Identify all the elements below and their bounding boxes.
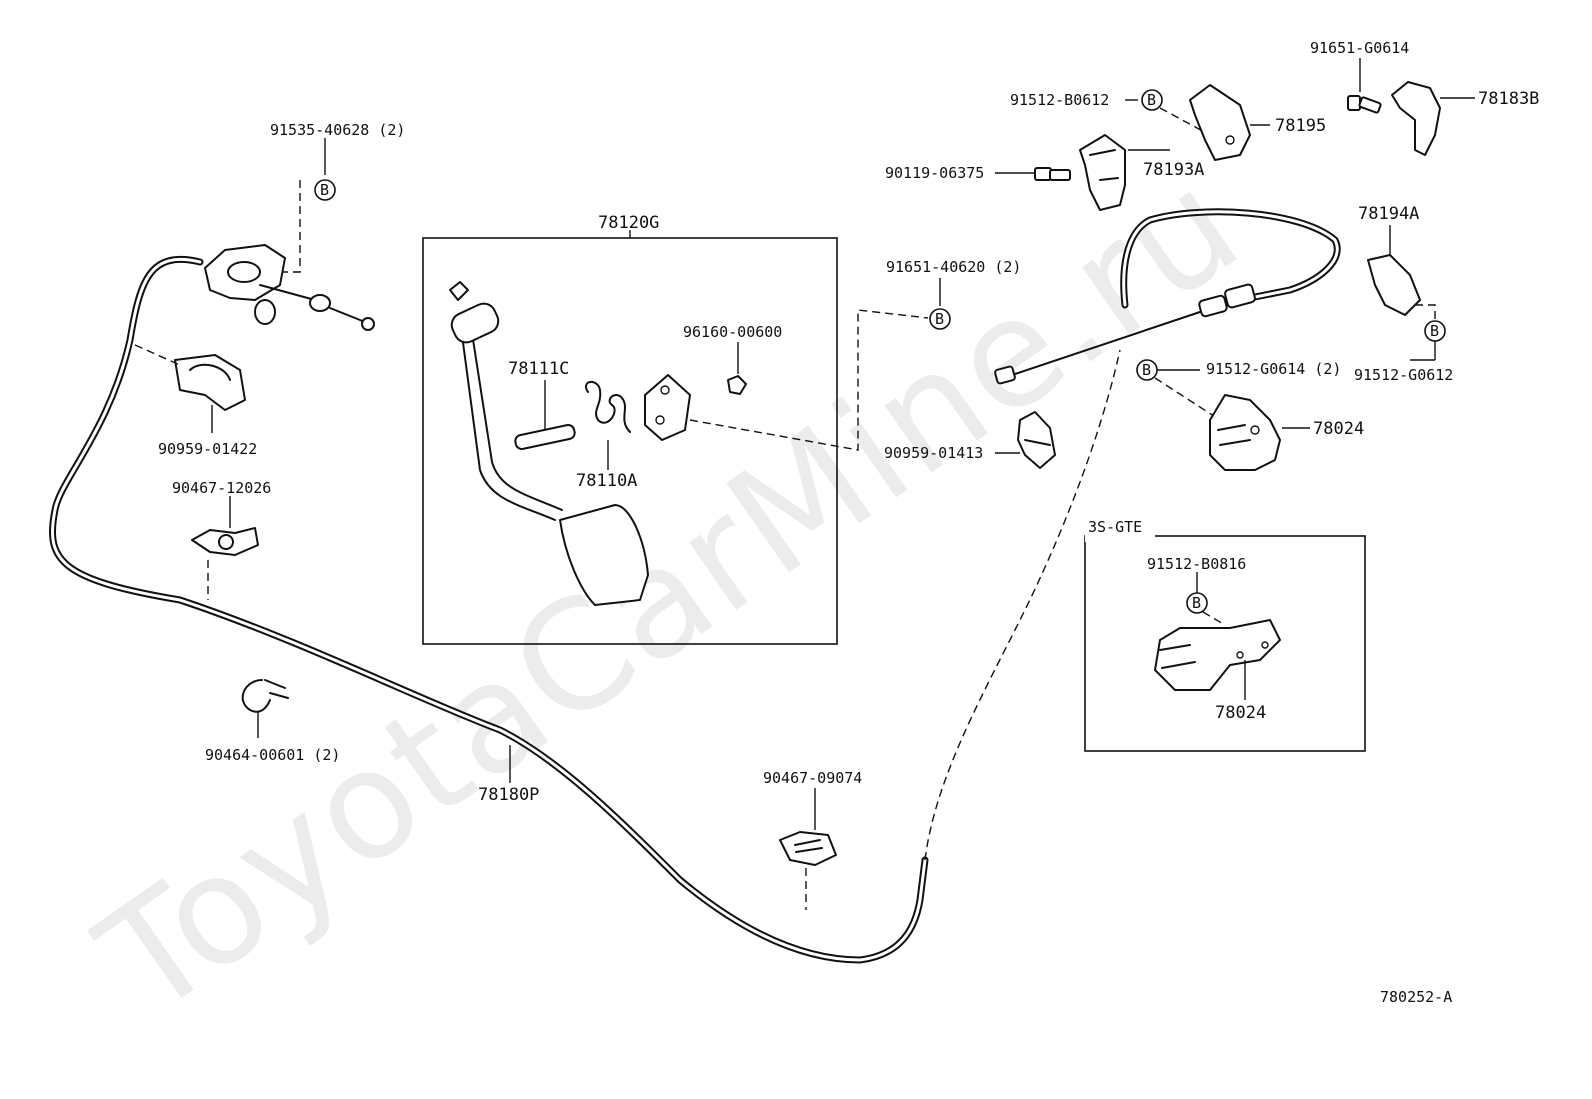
clip-90467-12026 <box>191 496 259 556</box>
label-78183b: 78183B <box>1478 89 1539 109</box>
spring-78110a <box>585 381 631 470</box>
label-91512-g0614: 91512-G0614 (2) <box>1206 360 1341 378</box>
label-96160-00600: 96160-00600 <box>683 323 782 341</box>
svg-text:B: B <box>1147 91 1156 109</box>
variant-label: 3S-GTE <box>1088 518 1142 536</box>
bracket-78194a <box>1367 225 1421 316</box>
bolt-marker-91512-b0816 <box>1186 592 1208 614</box>
label-78193a: 78193A <box>1143 160 1204 180</box>
label-90959-01413: 90959-01413 <box>884 444 983 462</box>
bracket-78183b <box>1391 81 1441 156</box>
label-90467-09074: 90467-09074 <box>763 769 862 787</box>
svg-text:B: B <box>1142 361 1151 379</box>
cable-pedal-end-bracket <box>204 244 375 331</box>
assembly-label: 78120G <box>598 213 659 233</box>
cable-78180p <box>49 255 929 964</box>
svg-text:B: B <box>1430 322 1439 340</box>
clamp-90959-01422 <box>174 354 246 433</box>
clip-90464-00601 <box>241 679 289 738</box>
stopper-block <box>644 374 691 441</box>
link-91512-b0612 <box>1159 107 1211 136</box>
bolt-90119-06375 <box>1034 167 1071 181</box>
label-90959-01422: 90959-01422 <box>158 440 257 458</box>
label-78024-3s-gte: 78024 <box>1215 703 1266 723</box>
bolt-marker-91535 <box>314 179 336 201</box>
link-stopper-bolt <box>689 309 929 451</box>
label-91512-b0612: 91512-B0612 <box>1010 91 1109 109</box>
nut-96160 <box>727 342 747 395</box>
label-78180p: 78180P <box>478 785 539 805</box>
label-90464-00601: 90464-00601 (2) <box>205 746 340 764</box>
link-clamp-a <box>134 344 181 366</box>
bolt-marker-91651-40620 <box>929 308 951 330</box>
link-91512-g0614 <box>1154 377 1221 421</box>
svg-text:B: B <box>1192 594 1201 612</box>
label-78024-upper: 78024 <box>1313 419 1364 439</box>
label-91512-g0612: 91512-G0612 <box>1354 366 1453 384</box>
label-91651-g0614: 91651-G0614 <box>1310 39 1409 57</box>
label-91535-40628: 91535-40628 (2) <box>270 121 405 139</box>
bracket-78024-3s-gte <box>1154 619 1281 691</box>
svg-text:B: B <box>935 310 944 328</box>
label-78195: 78195 <box>1275 116 1326 136</box>
bracket-78195 <box>1189 84 1251 161</box>
variant-box-3s-gte <box>1084 535 1366 752</box>
bolt-marker-91512-b0612 <box>1141 89 1163 111</box>
link-91535 <box>283 180 301 273</box>
clip-90467-09074 <box>779 788 837 866</box>
bolt-marker-letter: B <box>320 181 329 199</box>
label-90467-12026: 90467-12026 <box>172 479 271 497</box>
accelerator-pedal <box>449 281 649 606</box>
cable-engine-end <box>994 208 1341 385</box>
label-91512-b0816: 91512-B0816 <box>1147 555 1246 573</box>
cable-route-line <box>924 349 1121 861</box>
label-78194a: 78194A <box>1358 204 1419 224</box>
pin-78111c <box>514 380 576 450</box>
bracket-78024-upper <box>1209 394 1281 471</box>
label-78110a: 78110A <box>576 471 637 491</box>
diagram-code: 780252-A <box>1380 988 1452 1006</box>
label-90119-06375: 90119-06375 <box>885 164 984 182</box>
link-78194a <box>1415 304 1436 320</box>
bracket-78193a <box>1079 134 1126 211</box>
label-91651-40620: 91651-40620 (2) <box>886 258 1021 276</box>
bolt-91651-g0614 <box>1347 95 1382 114</box>
label-78111c: 78111C <box>508 359 569 379</box>
clamp-90959-01413 <box>1017 411 1056 469</box>
